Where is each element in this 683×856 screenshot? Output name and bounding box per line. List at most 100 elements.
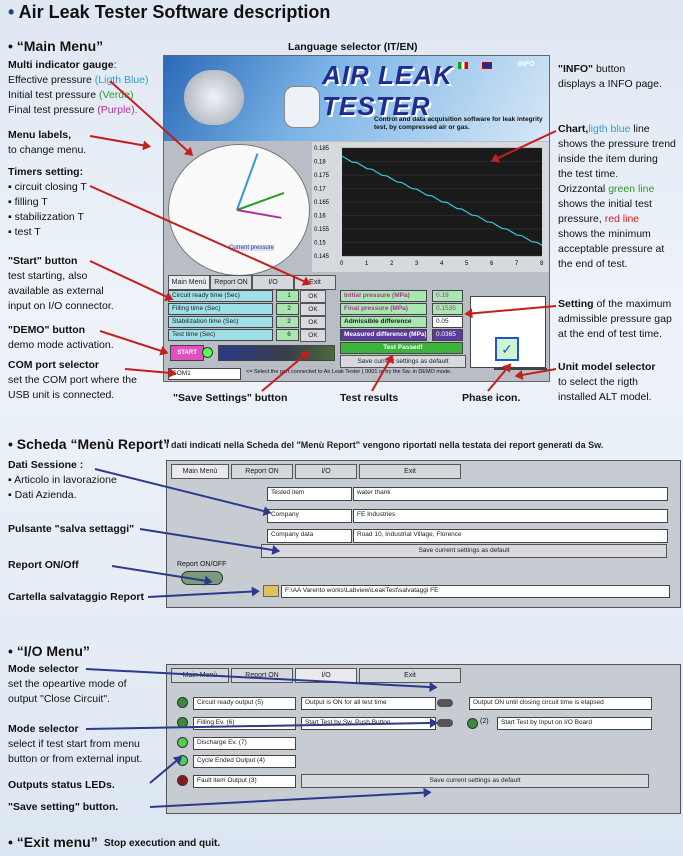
timer-ok-button[interactable]: OK xyxy=(300,329,326,342)
tab-io[interactable]: I/O xyxy=(252,275,294,290)
multi-indicator-gauge: Current pressure xyxy=(168,144,310,276)
io-row-label: Cycle Ended Output (4) xyxy=(193,755,296,768)
banner-subtitle: Control and data acquisition software fo… xyxy=(374,116,543,131)
pressure-trend-line xyxy=(341,155,543,246)
outputs-leds-label: Outputs status LEDs. xyxy=(8,779,115,791)
io-mode-left: Output is ON for all test time xyxy=(301,697,436,710)
tab-exit[interactable]: Exit xyxy=(359,464,461,479)
output-led xyxy=(177,737,188,748)
com-hint: <= Select the port connected to Air Leak… xyxy=(246,369,452,375)
report-note: I dati indicati nella Scheda del "Menù R… xyxy=(166,440,604,450)
x-tick-label: 0 xyxy=(340,261,344,267)
io-save-label: "Save setting" button. xyxy=(8,801,119,813)
timer-ok-button[interactable]: OK xyxy=(300,303,326,316)
report-field-label: Tested item xyxy=(267,487,352,501)
y-tick-label: 0.16 xyxy=(314,214,326,220)
save-settings-button[interactable]: Save current settings as default xyxy=(340,355,466,368)
tab-exit[interactable]: Exit xyxy=(359,668,461,683)
result-value: 0.0365 xyxy=(432,329,463,341)
save-settings-button[interactable]: Save current settings as default xyxy=(261,544,667,558)
io-row-label: Circuit ready output (5) xyxy=(193,697,296,710)
check-icon: ✓ xyxy=(495,337,519,361)
io-row-label: Filling Ev. (6) xyxy=(193,717,296,730)
timer-value[interactable]: 6 xyxy=(276,329,299,341)
arrow xyxy=(89,135,150,148)
folder-icon[interactable] xyxy=(263,585,279,597)
io-row-label: Discharge Ev. (7) xyxy=(193,737,296,750)
timer-ok-button[interactable]: OK xyxy=(300,290,326,303)
flag-it-icon[interactable] xyxy=(458,62,468,69)
timer-value[interactable]: 2 xyxy=(276,316,299,328)
input-number: (2) xyxy=(480,718,489,725)
start-button[interactable]: START xyxy=(170,345,204,361)
report-folder-input[interactable]: F:\AA Varento works\Labview\LeakTest\sal… xyxy=(281,585,670,598)
tab-exit[interactable]: Exit xyxy=(294,275,336,290)
y-tick-label: 0.15 xyxy=(314,241,326,247)
gauge-center-label: Current pressure xyxy=(229,245,275,251)
banner: AIR LEAK TESTER Control and data acquisi… xyxy=(164,56,549,141)
device-image xyxy=(184,70,244,125)
result-label: Initial pressure (MPa) xyxy=(340,290,427,302)
session-data-label: Dati Sessione :▪ Articolo in lavorazione… xyxy=(8,459,117,501)
output-led xyxy=(177,775,188,786)
company-input[interactable]: FE Industries xyxy=(353,509,668,523)
tested-item-input[interactable]: water thank xyxy=(353,487,668,501)
flag-en-icon[interactable] xyxy=(482,62,492,69)
y-tick-label: 0.17 xyxy=(314,187,326,193)
save-settings-button[interactable]: Save current settings as default xyxy=(301,774,649,788)
section-main-menu: • “Main Menu” xyxy=(8,38,104,54)
menu-labels-description: Menu labels,to change menu. xyxy=(8,129,87,156)
mode-toggle[interactable] xyxy=(437,719,453,727)
x-tick-label: 2 xyxy=(390,261,394,267)
x-tick-label: 7 xyxy=(515,261,519,267)
io-row-label: Fault item Output (3) xyxy=(193,775,296,788)
input-led xyxy=(467,718,478,729)
timer-label: Circuit ready time (Sec) xyxy=(168,290,273,302)
timer-label: Filling time (Sec) xyxy=(168,303,273,315)
tab-main-menu[interactable]: Main Menù xyxy=(168,275,210,290)
tab-report[interactable]: Report ON xyxy=(231,464,293,479)
timer-value[interactable]: 2 xyxy=(276,303,299,315)
gauge-description: Multi indicator gauge: Effective pressur… xyxy=(8,59,149,116)
section-report: • Scheda “Menù Report” xyxy=(8,436,171,452)
y-tick-label: 0.145 xyxy=(314,254,330,260)
timer-label: Stabilization time (Sec) xyxy=(168,316,273,328)
tab-report[interactable]: Report ON xyxy=(210,275,252,290)
company-data-input[interactable]: Road 10, Industrial Village, Florence xyxy=(353,529,668,543)
tab-main-menu[interactable]: Main Menù xyxy=(171,464,229,479)
com-port-select[interactable]: COM1 xyxy=(168,368,241,380)
x-tick-label: 1 xyxy=(365,261,369,267)
pressure-chart-svg: 0.1850.180.1750.170.1650.160.1550.150.14… xyxy=(314,146,544,267)
progress-bar xyxy=(218,345,335,361)
timer-value[interactable]: 1 xyxy=(276,290,299,302)
mode-toggle[interactable] xyxy=(437,699,453,707)
result-value: 0.1535 xyxy=(432,303,463,315)
banner-title: AIR LEAK TESTER xyxy=(322,60,453,121)
exit-note: Stop execution and quit. xyxy=(104,838,221,849)
phase-icon: ✓ xyxy=(470,296,546,368)
x-tick-label: 4 xyxy=(440,261,444,267)
admissible-difference-input[interactable]: 0.05 xyxy=(432,316,463,328)
gauge-needle-green xyxy=(236,191,285,211)
tab-io[interactable]: I/O xyxy=(295,464,357,479)
result-label: Final pressure (MPa) xyxy=(340,303,427,315)
report-window: Main Menù Report ON I/O Exit Tested item… xyxy=(166,460,681,608)
sensor-image xyxy=(284,86,320,128)
report-onoff-title: Report ON/OFF xyxy=(177,561,227,568)
x-tick-label: 6 xyxy=(490,261,494,267)
page-title: • Air Leak Tester Software description xyxy=(8,2,331,22)
report-folder-label: Cartella salvataggio Report xyxy=(8,591,144,603)
timer-ok-button[interactable]: OK xyxy=(300,316,326,329)
io-mode-right: Start Test by Input on I/O Board xyxy=(497,717,652,730)
info-button[interactable]: INFO xyxy=(518,61,535,68)
y-tick-label: 0.185 xyxy=(314,146,330,152)
report-onoff-label: Report ON/Off xyxy=(8,559,79,571)
demo-led[interactable] xyxy=(202,347,213,358)
